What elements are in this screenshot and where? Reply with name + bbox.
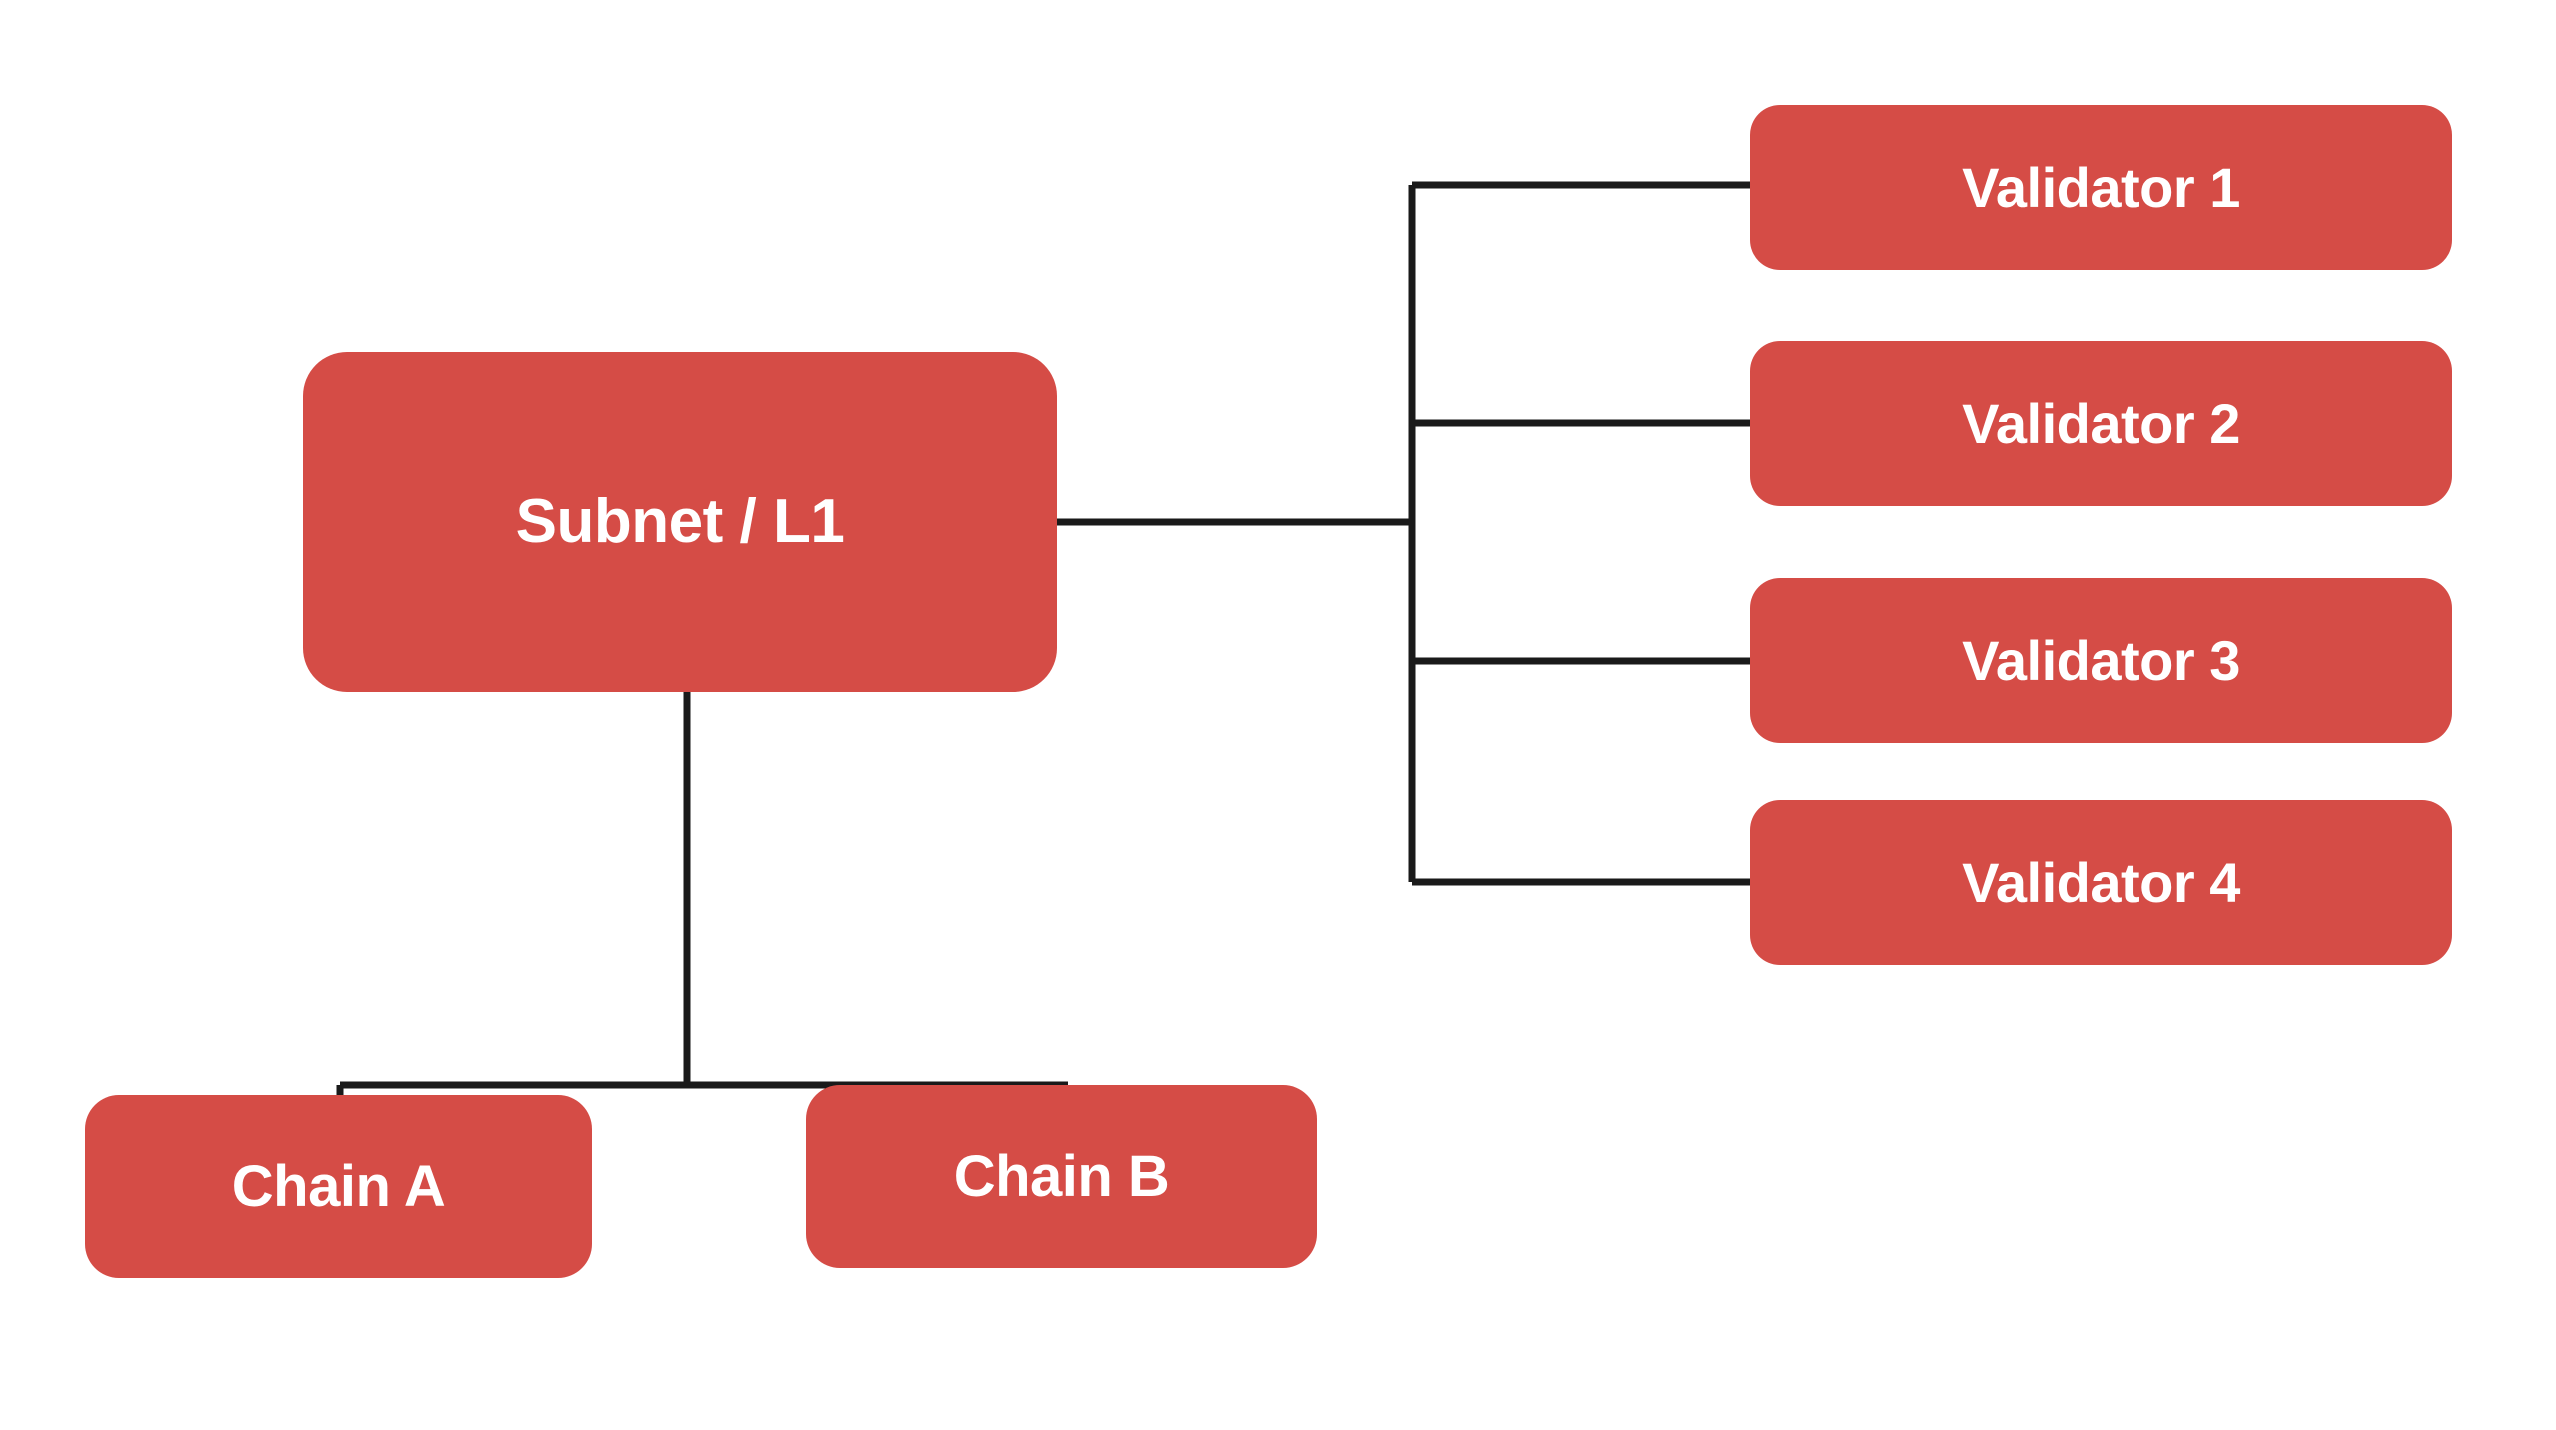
- node-validator-4[interactable]: Validator 4: [1750, 800, 2452, 965]
- node-validator-3-label: Validator 3: [1962, 628, 2240, 692]
- node-chain-b[interactable]: Chain B: [806, 1085, 1317, 1268]
- node-validator-2-label: Validator 2: [1962, 391, 2240, 455]
- node-subnet-l1-label: Subnet / L1: [515, 487, 845, 556]
- node-validator-1[interactable]: Validator 1: [1750, 105, 2452, 270]
- node-chain-a[interactable]: Chain A: [85, 1095, 592, 1278]
- node-subnet-l1[interactable]: Subnet / L1: [303, 352, 1057, 692]
- node-chain-a-label: Chain A: [231, 1153, 446, 1219]
- node-validator-4-label: Validator 4: [1962, 850, 2240, 914]
- node-validator-3[interactable]: Validator 3: [1750, 578, 2452, 743]
- node-validator-2[interactable]: Validator 2: [1750, 341, 2452, 506]
- node-validator-1-label: Validator 1: [1962, 155, 2240, 219]
- node-chain-b-label: Chain B: [953, 1143, 1170, 1209]
